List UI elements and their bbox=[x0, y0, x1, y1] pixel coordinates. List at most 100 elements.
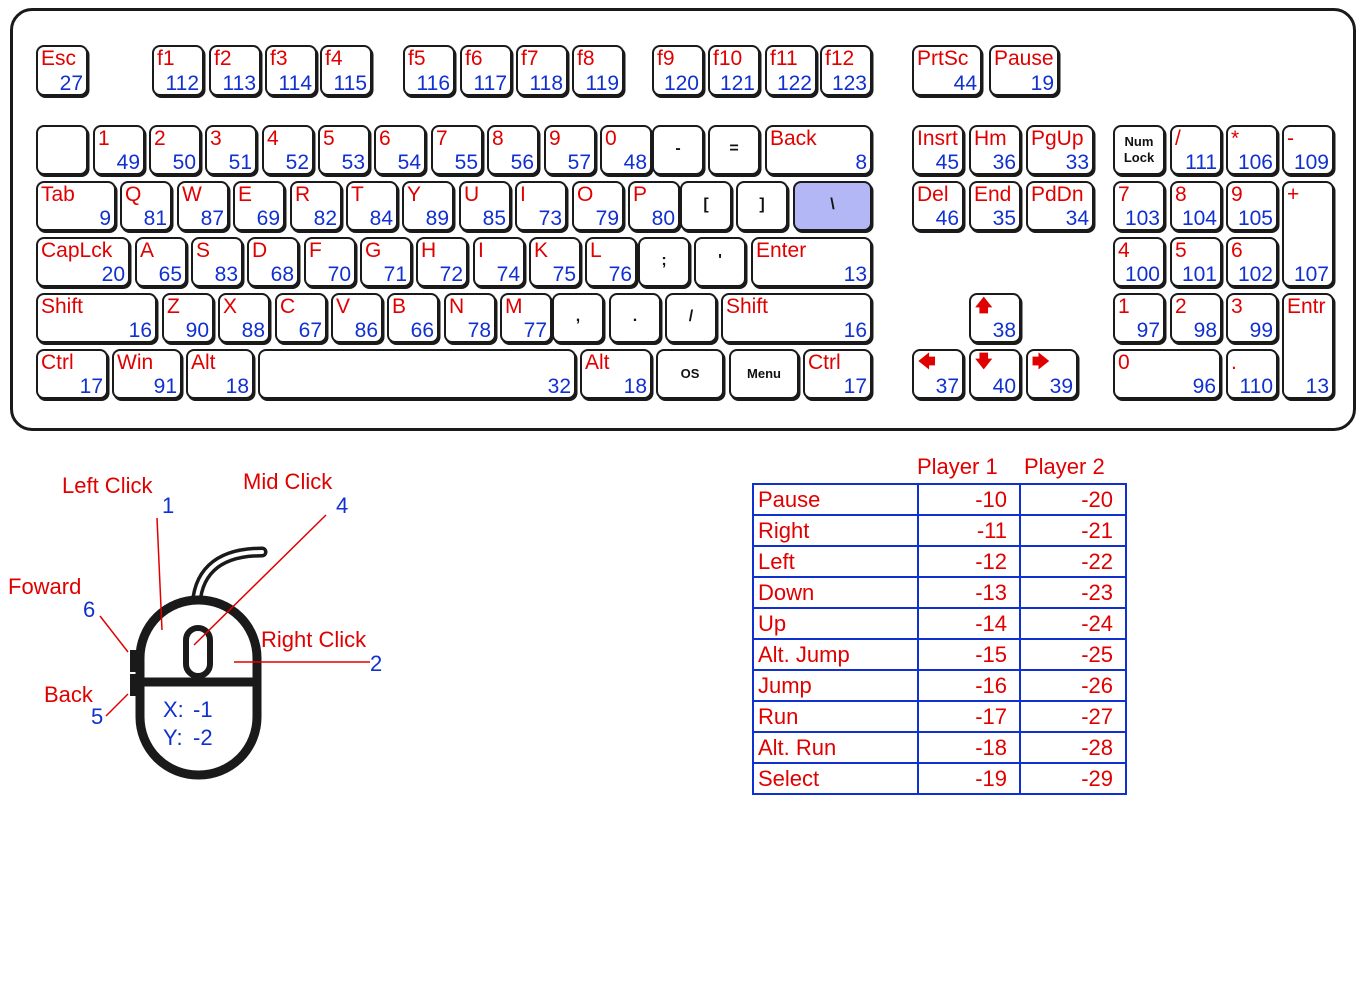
key-backtick[interactable] bbox=[36, 125, 88, 175]
key-minus[interactable]: - bbox=[652, 125, 704, 175]
key-npdiv[interactable]: /111 bbox=[1170, 125, 1222, 175]
key-semicolon[interactable]: ; bbox=[638, 237, 690, 287]
key-down[interactable]: 🡇40 bbox=[969, 349, 1021, 399]
key-right[interactable]: 🡆39 bbox=[1026, 349, 1078, 399]
key-period[interactable]: . bbox=[609, 293, 661, 343]
key-menu[interactable]: Menu bbox=[729, 349, 799, 399]
key-npmul[interactable]: *106 bbox=[1226, 125, 1278, 175]
key-os[interactable]: OS bbox=[656, 349, 724, 399]
key-npdot[interactable]: .110 bbox=[1226, 349, 1278, 399]
key-space[interactable]: 32 bbox=[258, 349, 576, 399]
key-rbracket[interactable]: ] bbox=[736, 181, 788, 231]
key-backslash[interactable]: \ bbox=[793, 181, 872, 231]
key-quote[interactable]: ' bbox=[694, 237, 746, 287]
key-npadd[interactable]: +107 bbox=[1282, 181, 1334, 287]
key-left[interactable]: 🡄37 bbox=[912, 349, 964, 399]
key-equals[interactable]: = bbox=[708, 125, 760, 175]
key-lbracket[interactable]: [ bbox=[680, 181, 732, 231]
key-npsub[interactable]: -109 bbox=[1282, 125, 1334, 175]
key-slash[interactable]: / bbox=[665, 293, 717, 343]
key-up[interactable]: 🡅38 bbox=[969, 293, 1021, 343]
key-comma[interactable]: , bbox=[552, 293, 604, 343]
